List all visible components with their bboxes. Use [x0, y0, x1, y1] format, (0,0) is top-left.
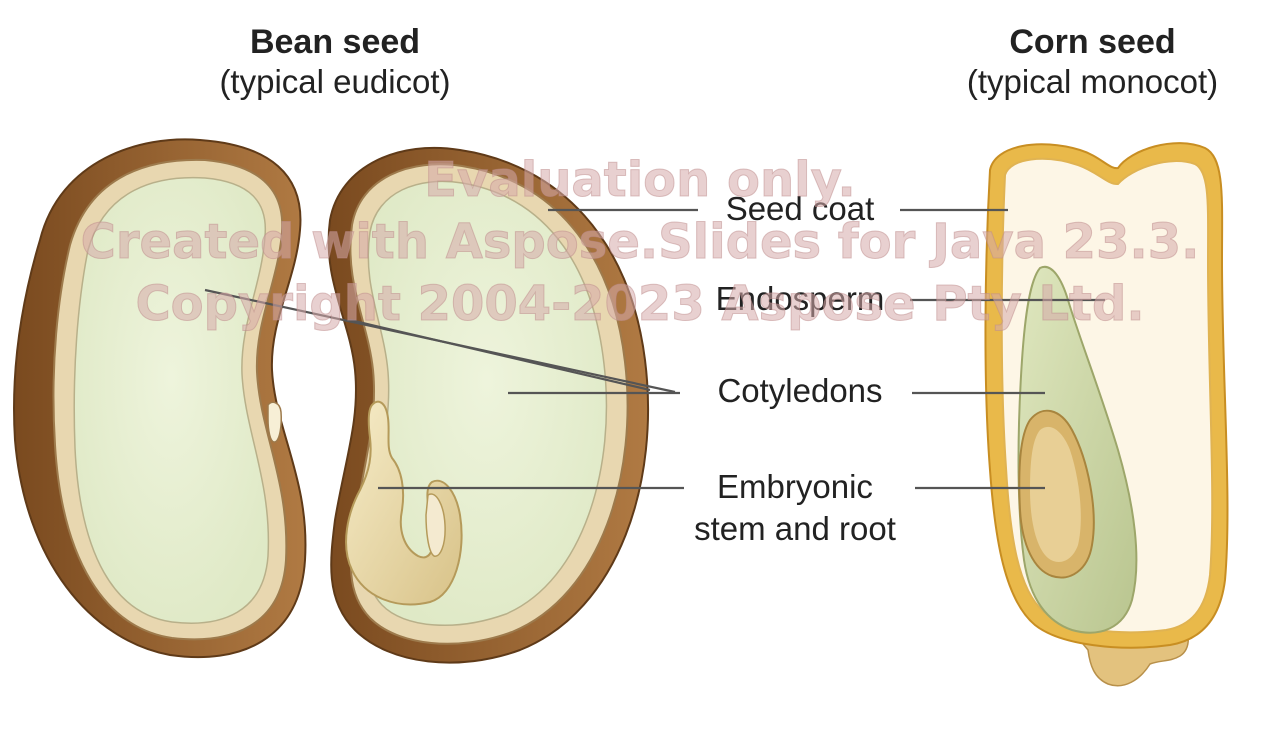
label-embryo-line2: stem and root [694, 510, 896, 547]
bean-right-half [327, 146, 650, 664]
bean-cotyledon-left [73, 176, 270, 624]
label-endosperm: Endosperm [715, 280, 885, 317]
corn-seed [984, 142, 1229, 687]
label-embryo-line1: Embryonic [717, 468, 873, 505]
corn-seed-type: (typical monocot) [966, 63, 1219, 100]
bean-seed-title: Bean seed (typical eudicot) [175, 22, 495, 102]
corn-seed-name: Corn seed [1009, 23, 1176, 61]
leader-lines [204, 208, 1105, 490]
label-seed-coat: Seed coat [725, 190, 875, 227]
bean-seed-type: (typical eudicot) [219, 63, 451, 100]
label-cotyledons: Cotyledons [717, 372, 883, 409]
bean-seed-name: Bean seed [249, 23, 421, 61]
corn-seed-title: Corn seed (typical monocot) [930, 22, 1255, 102]
bean-left-half [13, 138, 307, 659]
label-embryo: Embryonic stem and root [660, 466, 930, 550]
